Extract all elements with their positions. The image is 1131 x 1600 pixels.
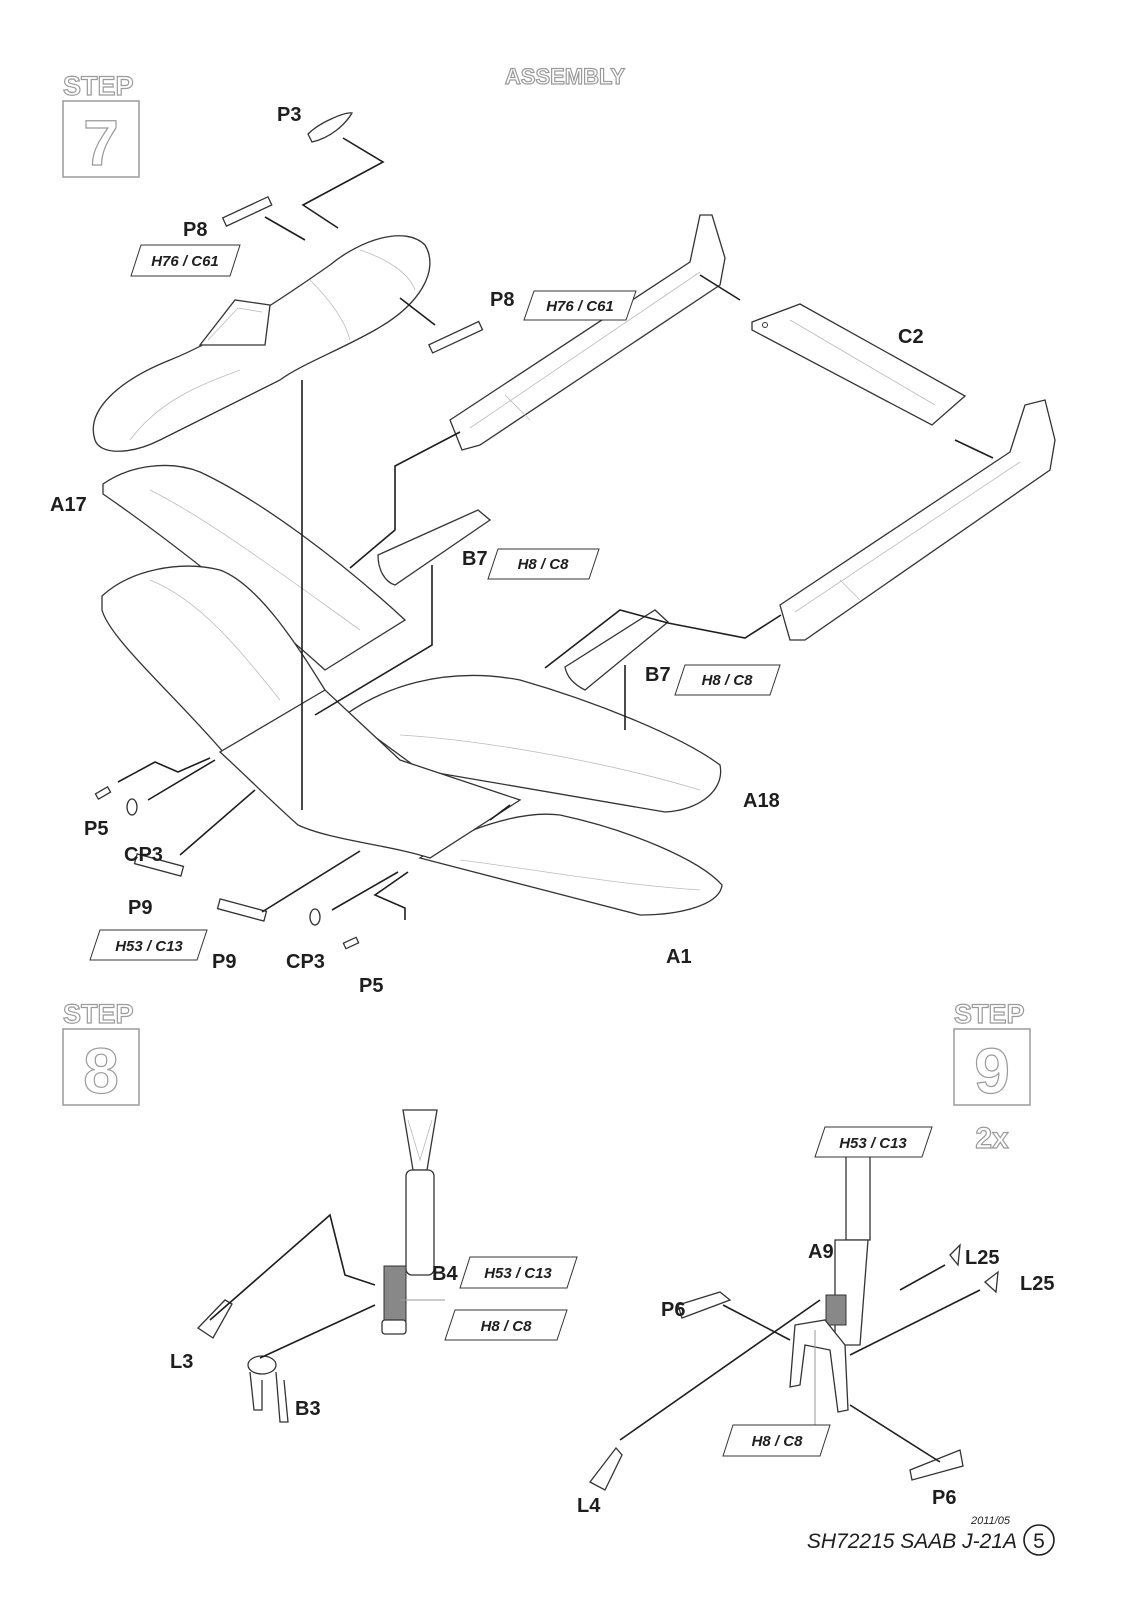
paint-callout-h8c8-b4: H8 / C8 <box>444 1309 568 1341</box>
label-a1: A1 <box>666 946 692 968</box>
svg-text:H53 / C13: H53 / C13 <box>839 1135 907 1152</box>
step-9-number: 9 <box>974 1035 1010 1107</box>
svg-text:H76 / C61: H76 / C61 <box>151 253 219 270</box>
svg-text:H76 / C61: H76 / C61 <box>546 298 614 315</box>
label-l3: L3 <box>170 1351 193 1373</box>
step-7-leader-lines <box>117 137 994 920</box>
svg-text:H8 / C8: H8 / C8 <box>752 1433 804 1450</box>
label-b3: B3 <box>295 1398 321 1420</box>
footer-kit-name: SH72215 SAAB J-21A <box>807 1530 1017 1553</box>
svg-text:H8 / C8: H8 / C8 <box>702 672 754 689</box>
wing-a18-a1-drawing <box>343 674 723 916</box>
door-l3-drawing <box>196 1299 233 1339</box>
paint-callout-h53c13-step7: H53 / C13 <box>89 929 208 961</box>
cp3-left-drawing <box>126 798 138 816</box>
label-p9-right: P9 <box>212 951 236 973</box>
label-a18: A18 <box>743 790 780 812</box>
wheel-b3-drawing <box>247 1355 289 1423</box>
svg-text:H53 / C13: H53 / C13 <box>115 938 183 955</box>
bracket-l25-upper-drawing <box>949 1243 961 1267</box>
door-p6-lower-drawing <box>909 1449 964 1481</box>
strut-b4-drawing <box>381 1109 438 1335</box>
center-section-drawing <box>218 689 522 859</box>
label-p5-left: P5 <box>84 818 108 840</box>
exhaust-p8-upper-drawing <box>221 195 273 227</box>
svg-text:H8 / C8: H8 / C8 <box>518 556 570 573</box>
label-p5-right: P5 <box>359 975 383 997</box>
step-8-leader-lines <box>209 1213 445 1359</box>
fuselage-nose-drawing <box>92 235 431 452</box>
label-a17: A17 <box>50 494 87 516</box>
label-l4: L4 <box>577 1495 601 1517</box>
step-8-box <box>62 1028 140 1106</box>
p5-right-drawing <box>342 936 360 950</box>
label-l25-upper: L25 <box>965 1247 999 1269</box>
fairing-b7-upper-drawing <box>377 509 492 586</box>
page-number-circle <box>1023 1524 1055 1556</box>
wing-a17-drawing <box>101 464 407 761</box>
step-7-number: 7 <box>83 107 119 179</box>
tailplane-c2-drawing <box>751 303 967 426</box>
label-b4: B4 <box>432 1263 458 1285</box>
label-p3: P3 <box>277 104 301 126</box>
cp3-right-drawing <box>309 908 321 926</box>
paint-callout-h8c8-b7-upper: H8 / C8 <box>487 548 600 580</box>
paint-callout-h76c61-lower: H76 / C61 <box>523 290 637 321</box>
label-a9: A9 <box>808 1241 834 1263</box>
fairing-b7-lower-drawing <box>564 609 669 691</box>
step-8-badge: STEP 8 <box>62 998 140 1108</box>
page-number: 5 <box>1033 1530 1045 1553</box>
footer-date: 2011/05 <box>970 1515 1011 1527</box>
bracket-l25-lower-drawing <box>983 1270 999 1294</box>
label-cp3-right: CP3 <box>286 951 325 973</box>
tail-boom-upper-drawing <box>449 214 726 451</box>
exhaust-p8-lower-drawing <box>427 320 484 354</box>
step-8-label: STEP <box>63 999 134 1029</box>
label-p8-upper: P8 <box>183 219 207 241</box>
paint-callout-h76c61-upper: H76 / C61 <box>130 244 241 277</box>
label-cp3-left: CP3 <box>124 844 163 866</box>
label-p9-left: P9 <box>128 897 152 919</box>
step-9-label: STEP <box>954 999 1025 1029</box>
label-p8-lower: P8 <box>490 289 514 311</box>
door-p6-upper-drawing <box>677 1291 732 1319</box>
step-9-box <box>953 1028 1031 1106</box>
svg-text:H53 / C13: H53 / C13 <box>484 1265 552 1282</box>
p5-left-drawing <box>94 786 112 800</box>
strut-a9-drawing <box>789 1148 871 1413</box>
step-7-badge: STEP 7 <box>62 70 140 180</box>
paint-callout-h8c8-b7-lower: H8 / C8 <box>674 664 781 696</box>
step-9-leader-lines <box>619 1264 981 1463</box>
door-l4-drawing <box>589 1446 623 1491</box>
svg-text:H8 / C8: H8 / C8 <box>481 1318 533 1335</box>
assembly-title: ASSEMBLY <box>505 64 626 89</box>
step-9-multiplier: 2x <box>975 1122 1009 1155</box>
label-l25-lower: L25 <box>1020 1273 1054 1295</box>
step-7-label: STEP <box>63 71 134 101</box>
label-b7-upper: B7 <box>462 548 488 570</box>
canopy-p3-drawing <box>307 112 354 143</box>
label-p6-lower: P6 <box>932 1487 956 1509</box>
paint-callout-h53c13-step9: H53 / C13 <box>814 1126 933 1158</box>
label-p6-upper: P6 <box>661 1299 685 1321</box>
p9-right-drawing <box>216 898 268 922</box>
step-8-number: 8 <box>83 1035 119 1107</box>
tail-boom-lower-drawing <box>779 399 1056 641</box>
step-9-badge: STEP 9 2x <box>953 998 1031 1156</box>
paint-callout-h53c13-b4: H53 / C13 <box>459 1256 578 1289</box>
step-7-box <box>62 100 140 178</box>
paint-callout-h8c8-a9: H8 / C8 <box>722 1424 831 1457</box>
label-c2: C2 <box>898 326 924 348</box>
label-b7-lower: B7 <box>645 664 671 686</box>
p9-left-drawing <box>133 853 185 877</box>
